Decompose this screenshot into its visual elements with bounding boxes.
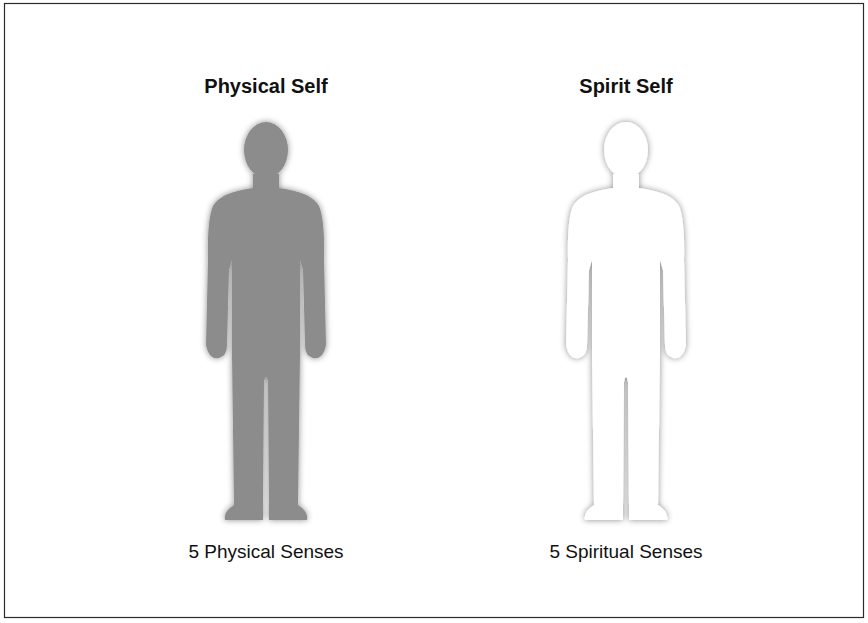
self-figure: Spirit Self 5 Spiritual Senses xyxy=(496,74,756,564)
figure-caption: 5 Spiritual Senses xyxy=(549,540,702,564)
silhouette-head xyxy=(244,122,288,178)
figure-title: Spirit Self xyxy=(579,74,672,98)
person-silhouette xyxy=(201,120,331,520)
silhouette-body xyxy=(206,174,326,520)
figure-caption: 5 Physical Senses xyxy=(188,540,343,564)
self-figure: Physical Self 5 Physical Senses xyxy=(136,74,396,564)
silhouette-head xyxy=(604,122,648,178)
frame-border xyxy=(5,4,864,618)
person-silhouette xyxy=(561,120,691,520)
figure-title: Physical Self xyxy=(204,74,327,98)
silhouette-body xyxy=(566,174,686,520)
